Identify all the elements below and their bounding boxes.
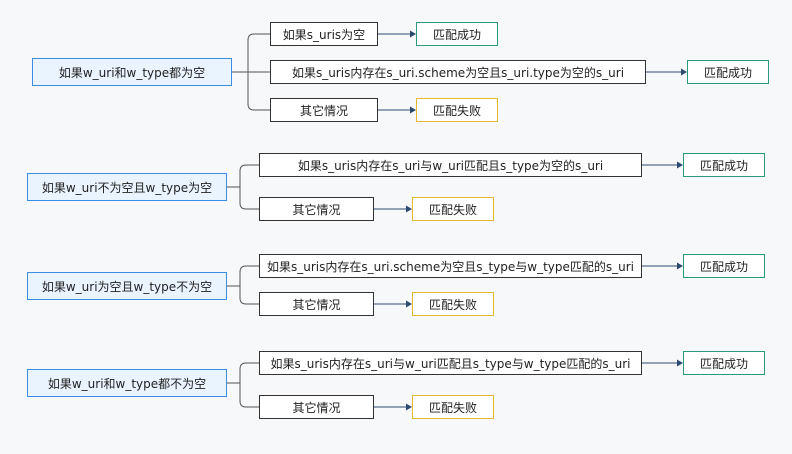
- result-node: 匹配成功: [683, 351, 765, 375]
- result-node: 匹配成功: [416, 22, 498, 46]
- connector-line: [247, 103, 270, 111]
- arrow-head: [677, 161, 683, 169]
- branch-node: 其它情况: [270, 98, 378, 122]
- branch-node: 其它情况: [259, 292, 374, 316]
- result-node: 匹配失败: [412, 395, 494, 419]
- arrow-head: [677, 262, 683, 270]
- result-node: 匹配成功: [683, 153, 765, 177]
- result-node: 匹配成功: [683, 254, 765, 278]
- branch-node: 如果s_uris内存在s_uri.scheme为空且s_uri.type为空的s…: [270, 60, 646, 84]
- condition-node: 如果w_uri和w_type都不为空: [27, 369, 227, 397]
- connector-line: [239, 362, 259, 370]
- arrow-head: [681, 68, 687, 76]
- connector-line: [239, 164, 259, 172]
- arrow-head: [406, 403, 412, 411]
- connector-line: [239, 265, 259, 273]
- result-node: 匹配失败: [412, 197, 494, 221]
- arrow-head: [410, 30, 416, 38]
- branch-node: 其它情况: [259, 197, 374, 221]
- branch-node: 如果s_uris内存在s_uri与w_uri匹配且s_type为空的s_uri: [259, 153, 642, 177]
- branch-node: 其它情况: [259, 395, 374, 419]
- branch-node: 如果s_uris内存在s_uri.scheme为空且s_type与w_type匹…: [259, 254, 642, 278]
- arrow-head: [677, 359, 683, 367]
- arrow-head: [410, 106, 416, 114]
- connector-line: [239, 202, 259, 210]
- connector-line: [247, 33, 270, 41]
- condition-node: 如果w_uri为空且w_type不为空: [27, 272, 227, 300]
- condition-node: 如果w_uri不为空且w_type为空: [27, 173, 227, 201]
- condition-node: 如果w_uri和w_type都为空: [32, 58, 232, 86]
- branch-node: 如果s_uris内存在s_uri与w_uri匹配且s_type与w_type匹配…: [259, 351, 642, 375]
- result-node: 匹配失败: [412, 292, 494, 316]
- result-node: 匹配失败: [416, 98, 498, 122]
- branch-node: 如果s_uris为空: [270, 22, 378, 46]
- connector-line: [239, 400, 259, 408]
- arrow-head: [406, 300, 412, 308]
- connector-line: [239, 297, 259, 305]
- result-node: 匹配成功: [687, 60, 769, 84]
- arrow-head: [406, 205, 412, 213]
